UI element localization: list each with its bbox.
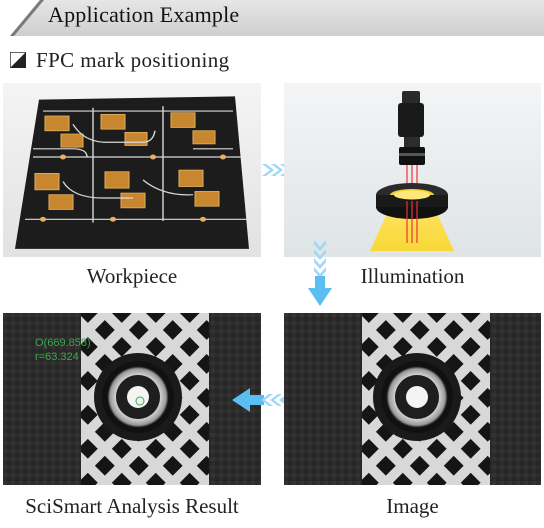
analysis-result-caption: SciSmart Analysis Result: [25, 494, 239, 518]
page-title: Application Example: [48, 2, 240, 27]
header-bar: Application Example: [0, 0, 544, 36]
analysis-result-image: O(669.858) r=63.324: [3, 313, 261, 485]
center-coordinate-readout: O(669.858): [35, 337, 91, 349]
bullet-icon: [10, 52, 26, 68]
header-background: [0, 0, 544, 36]
illumination-caption: Illumination: [360, 264, 465, 288]
section-heading: FPC mark positioning: [10, 46, 230, 74]
workpiece-caption: Workpiece: [86, 264, 178, 288]
illumination-image: [284, 83, 541, 257]
arrow-down-icon: [308, 240, 332, 306]
section-title: FPC mark positioning: [36, 47, 230, 72]
image-caption: Image: [386, 494, 439, 518]
captured-image: [284, 313, 541, 485]
radius-readout: r=63.324: [35, 351, 79, 363]
workpiece-image: [3, 83, 261, 257]
